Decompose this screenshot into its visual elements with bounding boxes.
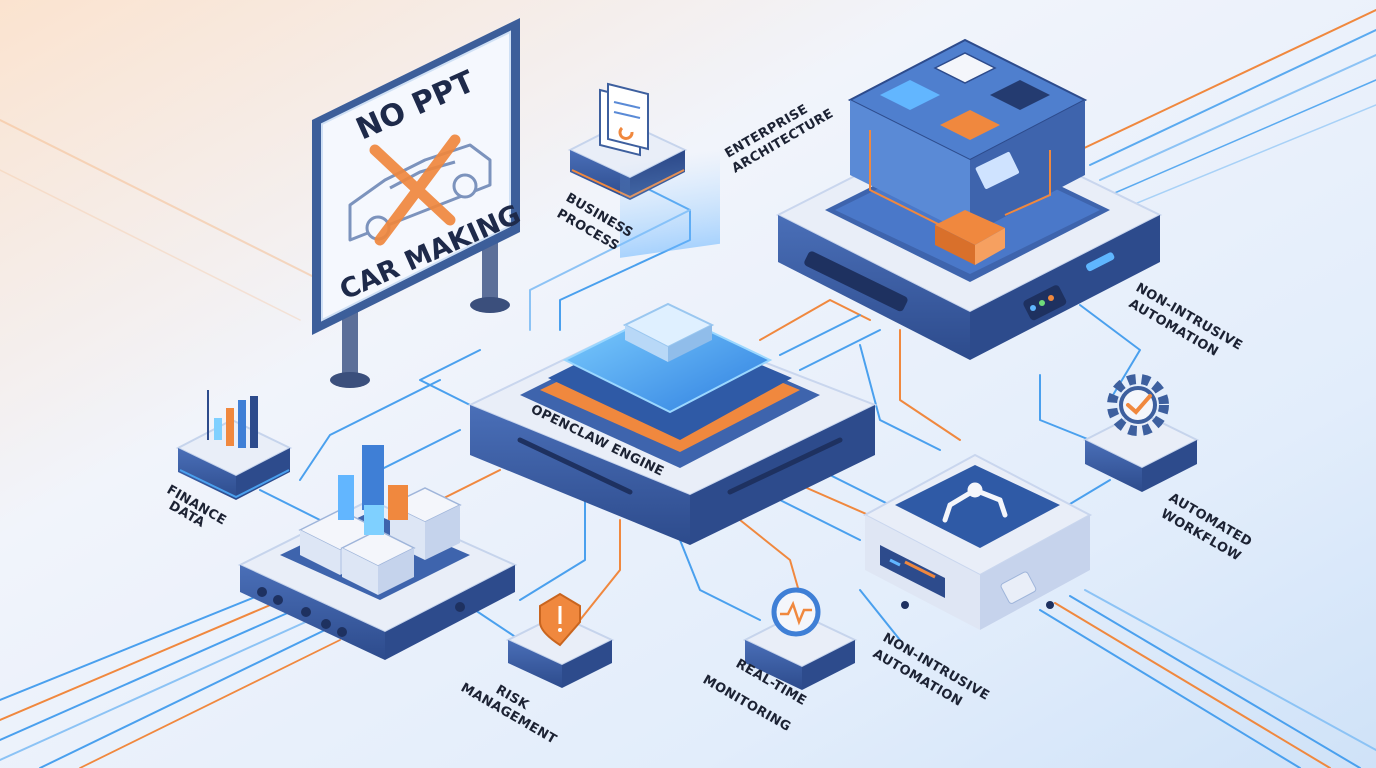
engine-pins xyxy=(517,437,843,495)
openclaw-engine: OPENCLAW ENGINE xyxy=(467,148,878,545)
robot-claw-icon xyxy=(942,482,1008,523)
warning-shield-icon xyxy=(539,592,581,647)
gear-icon xyxy=(1107,374,1169,436)
finance-data-node xyxy=(175,390,293,500)
sign-board-face xyxy=(321,30,511,322)
monitor-gauge-icon xyxy=(771,587,821,637)
sign-post-left xyxy=(342,300,358,380)
enterprise-architecture-server xyxy=(775,38,1163,360)
engine-glow xyxy=(620,148,720,258)
document-icon xyxy=(599,82,649,157)
connector-lines-bottom-left xyxy=(0,594,341,768)
status-leds xyxy=(1023,285,1067,321)
port-dots xyxy=(257,587,465,637)
3d-bars xyxy=(338,445,408,535)
real-time-monitoring-node xyxy=(742,587,858,690)
vent-panel xyxy=(880,545,945,598)
risk-management-node xyxy=(505,592,615,688)
cross-mark xyxy=(369,134,461,246)
bar-chart-icon xyxy=(207,390,258,448)
no-ppt-sign: NO PPT CAR MAKING xyxy=(312,18,525,388)
connector-lines-bottom-right xyxy=(1039,589,1376,768)
data-stack-platform xyxy=(237,445,518,660)
architecture-blocks xyxy=(847,38,1088,265)
network-ports-left xyxy=(804,251,908,312)
robotic-automation-server xyxy=(862,453,1093,630)
sign-post-right xyxy=(482,240,498,310)
sign-post-right-base xyxy=(470,297,510,313)
automated-workflow-node xyxy=(1082,374,1200,492)
sign-post-left-base xyxy=(330,372,370,388)
background-light-streaks xyxy=(0,9,1376,321)
